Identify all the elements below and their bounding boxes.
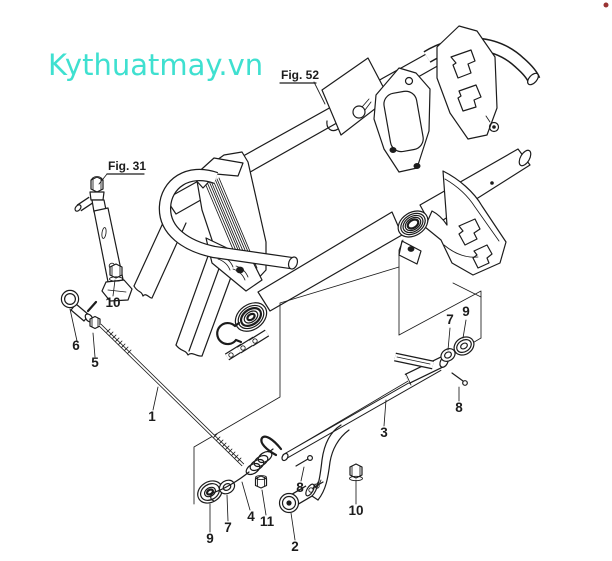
part-label-7: 7	[224, 520, 232, 535]
part-label-3: 3	[380, 425, 388, 440]
part-label-2: 2	[291, 539, 299, 554]
part-label-8: 8	[455, 400, 463, 415]
top-plate-notched	[436, 25, 500, 140]
leader-line	[69, 308, 78, 342]
frame-leg-left	[133, 211, 187, 299]
leader-line	[92, 332, 96, 358]
part-label-5: 5	[91, 355, 99, 370]
part-label-6: 6	[72, 338, 80, 353]
leader-line	[226, 494, 229, 522]
leader-line	[98, 173, 108, 185]
tube-open-end	[287, 256, 299, 270]
snap-ring	[216, 321, 243, 346]
leader-line	[313, 81, 326, 105]
figure-ref-label: Fig. 31	[108, 159, 146, 173]
part-label-11: 11	[260, 514, 275, 529]
bolt-head	[236, 266, 244, 274]
part-label-9: 9	[206, 531, 214, 546]
mount-tabs	[224, 329, 270, 361]
nut-10-left	[109, 263, 123, 282]
ball-joint-6	[60, 289, 94, 323]
pin-8-right	[451, 372, 468, 386]
frame-assembly	[133, 25, 541, 361]
leader-line	[241, 481, 251, 511]
leader-line	[290, 512, 296, 541]
leader-lines	[69, 81, 467, 541]
notched-bracket	[398, 170, 507, 276]
bearing-boss	[397, 210, 429, 238]
watermark: Kythuatmay.vn	[48, 48, 263, 82]
bolt-head	[407, 246, 415, 252]
part-label-10: 10	[348, 503, 363, 518]
washer-7-right	[440, 348, 456, 362]
spring-4	[210, 448, 274, 502]
lever-handle	[394, 352, 434, 370]
nut-5	[89, 315, 101, 330]
bottom-parts-group	[197, 448, 363, 514]
control-rod-3-group	[260, 336, 475, 501]
ball-joint-2	[278, 479, 324, 514]
artifact-dot	[603, 2, 609, 8]
figure-ref-label: Fig. 52	[281, 68, 319, 82]
curved-arm	[308, 424, 350, 501]
nut-11	[254, 475, 268, 489]
bolt-head	[413, 163, 421, 169]
figure-refs: Fig. 52 Fig. 31	[106, 68, 319, 175]
pin-8-bottom	[295, 455, 314, 467]
frame-bushing	[216, 302, 270, 361]
leader-line	[300, 466, 305, 482]
bolt-head	[389, 147, 397, 153]
leader-line	[447, 327, 451, 351]
leader-line	[383, 399, 387, 427]
part-label-10: 10	[105, 295, 120, 310]
eyelet	[488, 121, 500, 133]
top-bracket-cluster	[321, 25, 541, 173]
leader-line	[112, 279, 116, 297]
fig31-linkage-assembly	[60, 176, 133, 330]
nut-10-bottom	[349, 463, 363, 482]
leader-line	[462, 319, 467, 339]
leader-line	[261, 489, 267, 516]
thread-ticks	[106, 328, 242, 462]
tie-rod-1	[98, 323, 245, 467]
part-label-1: 1	[148, 409, 156, 424]
hook-tab	[260, 435, 283, 457]
part-label-4: 4	[247, 509, 255, 524]
control-rod-3	[260, 356, 449, 462]
part-label-9: 9	[462, 304, 470, 319]
part-label-7: 7	[446, 312, 454, 327]
leader-line	[152, 386, 159, 411]
part-label-8: 8	[296, 480, 304, 495]
top-plate-middle	[373, 67, 431, 173]
bearing-9-right	[453, 336, 475, 356]
loop-handle-tube	[158, 168, 299, 270]
